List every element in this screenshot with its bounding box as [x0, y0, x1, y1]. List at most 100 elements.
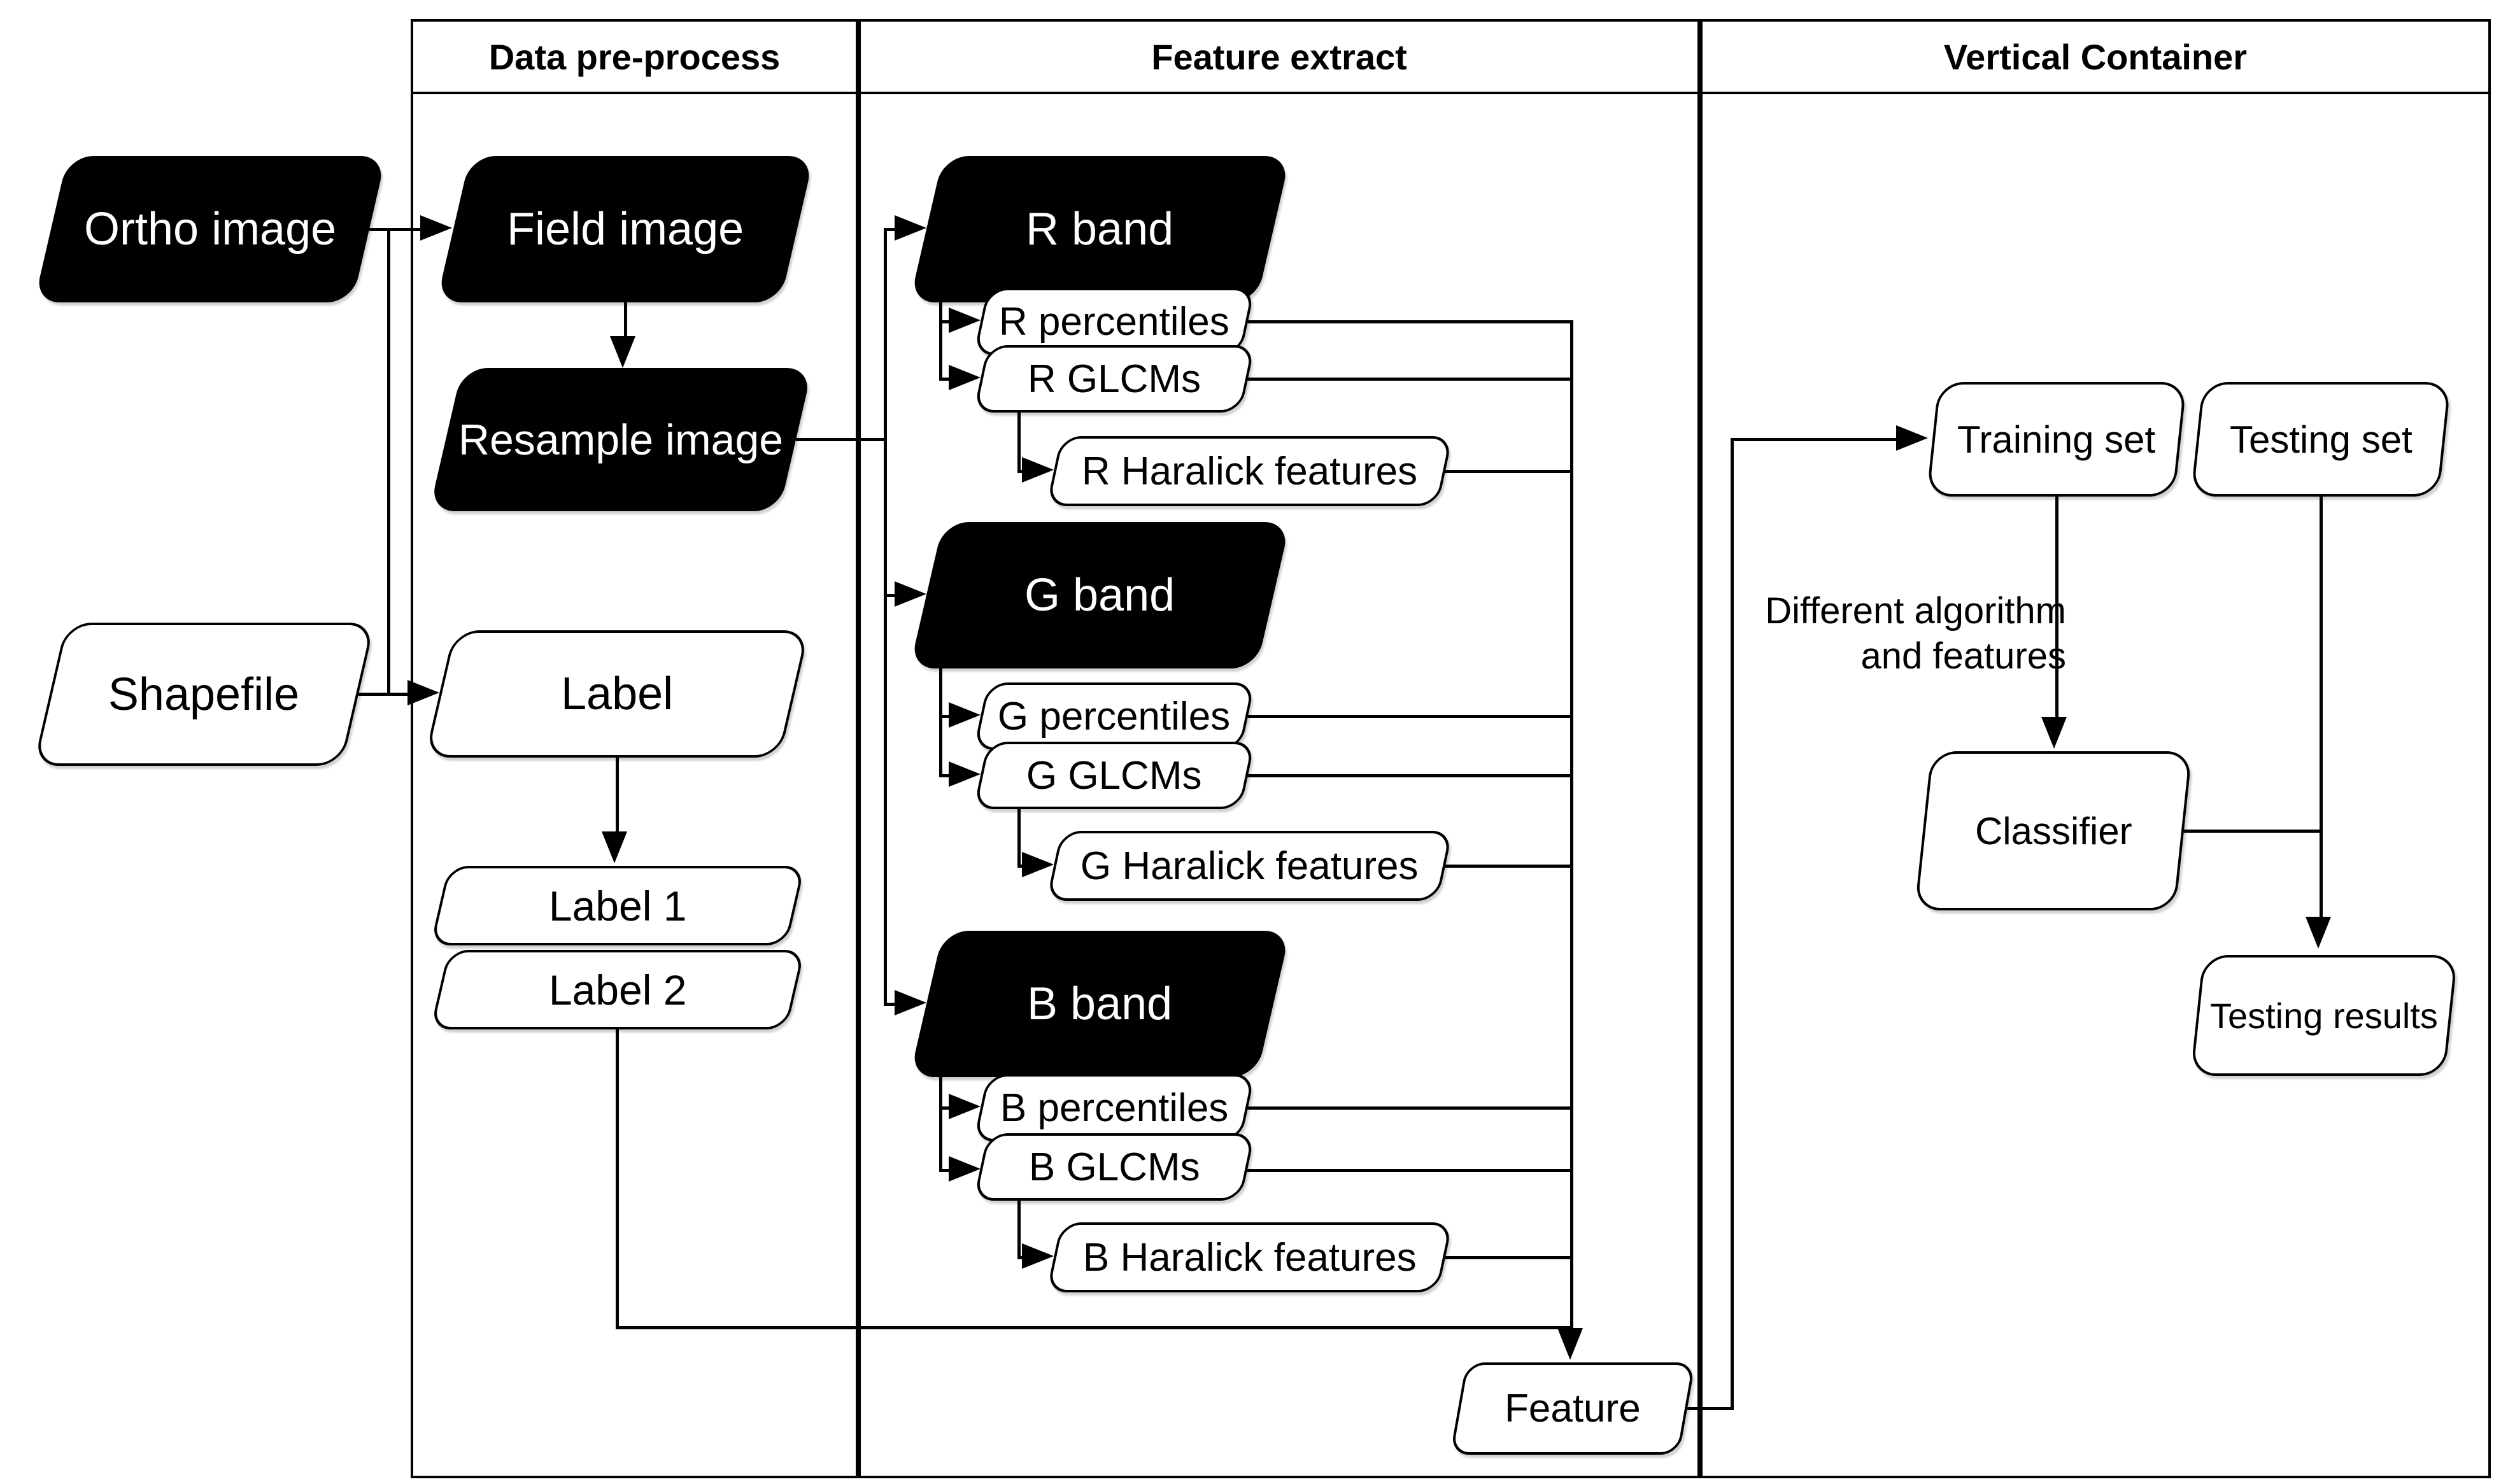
node-g-haralick-features: G Haralick features	[1046, 831, 1453, 901]
node-b-band: B band	[909, 931, 1291, 1077]
node-label: Shapefile	[108, 668, 300, 720]
node-b-percentiles: B percentiles	[973, 1074, 1256, 1141]
connector-line	[1017, 470, 1024, 473]
connector-line	[939, 1106, 951, 1110]
connector-line	[939, 668, 942, 777]
connector-line	[939, 774, 951, 777]
edge-annotation-line1: Different algorithm	[1765, 590, 2066, 632]
node-label: Testing results	[2210, 995, 2438, 1036]
connector-line	[796, 438, 886, 441]
edge-annotation: Different algorithm and features	[1735, 589, 2066, 679]
node-label: Label 2	[548, 966, 687, 1014]
node-label: Feature	[1505, 1387, 1641, 1431]
node-label: R Haralick features	[1081, 449, 1418, 493]
node-label: Training set	[1957, 418, 2156, 461]
node-label: G Haralick features	[1080, 844, 1419, 888]
connector-line	[886, 1003, 899, 1006]
connector-line	[616, 1029, 619, 1329]
connector-line	[939, 378, 951, 381]
connector-line	[1687, 1407, 1734, 1410]
node-g-glcms: G GLCMs	[973, 742, 1256, 809]
node-label: B GLCMs	[1028, 1145, 1200, 1189]
container-title-data-pre-process: Data pre-process	[413, 22, 856, 94]
connector-line	[2320, 497, 2323, 918]
connector-line	[2184, 830, 2323, 833]
node-label: Label	[424, 630, 810, 758]
connector-line	[1017, 413, 1021, 472]
arrowhead	[949, 1156, 981, 1182]
connector-line	[624, 302, 627, 339]
node-testing-set: Testing set	[2190, 382, 2451, 497]
connector-line	[939, 320, 951, 323]
node-training-set: Training set	[1926, 382, 2187, 497]
node-label: Resample image	[458, 415, 784, 464]
node-label: Field image	[506, 204, 744, 255]
arrowhead	[407, 680, 439, 705]
connector-line	[1247, 774, 1573, 777]
connector-line	[1247, 1106, 1573, 1110]
connector-line	[616, 1326, 1573, 1329]
node-testing-results: Testing results	[2190, 955, 2458, 1076]
arrowhead	[2041, 717, 2067, 749]
arrowhead	[610, 336, 635, 368]
connector-line	[1017, 1256, 1024, 1259]
node-field-image: Field image	[436, 156, 814, 302]
connector-line	[1247, 715, 1573, 718]
connector-line	[1444, 865, 1573, 868]
arrowhead	[949, 365, 981, 390]
arrowhead	[1557, 1328, 1583, 1360]
connector-line	[939, 1169, 951, 1172]
node-g-band: G band	[909, 522, 1291, 668]
arrowhead	[949, 702, 981, 728]
arrowhead	[420, 215, 452, 241]
node-b-haralick-features: B Haralick features	[1046, 1222, 1453, 1292]
connector-line	[1444, 1256, 1573, 1259]
node-g-percentiles: G percentiles	[973, 682, 1256, 750]
node-label: Testing set	[2229, 418, 2412, 461]
node-label: Classifier	[1974, 809, 2132, 852]
node-label-2: Label 2	[430, 950, 805, 1029]
arrowhead	[949, 1094, 981, 1119]
node-shapefile: Shapefile	[33, 623, 375, 766]
node-label: B Haralick features	[1082, 1235, 1417, 1280]
connector-line	[1017, 865, 1024, 868]
container-title-vertical-container: Vertical Container	[1703, 22, 2488, 94]
node-resample-image: Resample image	[429, 368, 812, 511]
connector-line	[1017, 1201, 1021, 1259]
connector-line	[886, 228, 899, 231]
arrowhead	[2306, 917, 2331, 949]
node-label: R band	[1026, 204, 1174, 255]
connector-line	[1444, 470, 1573, 473]
connector-line	[1731, 438, 1897, 441]
node-label: G band	[1024, 570, 1175, 621]
node-feature: Feature	[1450, 1362, 1696, 1455]
arrowhead	[895, 581, 926, 607]
container-data-pre-process: Data pre-process	[411, 19, 858, 1478]
node-label: Label 1	[548, 882, 687, 929]
node-label: R percentiles	[999, 299, 1229, 344]
node-label: R GLCMs	[1027, 357, 1201, 401]
node-label: B band	[1027, 979, 1173, 1029]
connector-line	[886, 594, 899, 597]
arrowhead	[1022, 852, 1054, 877]
edge-annotation-line2: and features	[1860, 635, 2066, 677]
connector-line	[387, 228, 390, 695]
connector-line	[1017, 809, 1021, 867]
node-r-glcms: R GLCMs	[973, 345, 1256, 413]
connector-line	[1247, 378, 1573, 381]
connector-line	[939, 1077, 942, 1171]
arrowhead	[1022, 457, 1054, 483]
node-label: Ortho image	[83, 204, 337, 255]
arrowhead	[949, 307, 981, 333]
node-r-band: R band	[909, 156, 1291, 302]
connector-line	[939, 302, 942, 380]
arrowhead	[1896, 425, 1928, 451]
arrowhead	[895, 990, 926, 1015]
connector-line	[1247, 1169, 1573, 1172]
arrowhead	[949, 761, 981, 787]
connector-line	[369, 228, 423, 231]
node-ortho-image: Ortho image	[34, 156, 386, 302]
node-classifier: Classifier	[1914, 751, 2193, 910]
arrowhead	[895, 215, 926, 241]
